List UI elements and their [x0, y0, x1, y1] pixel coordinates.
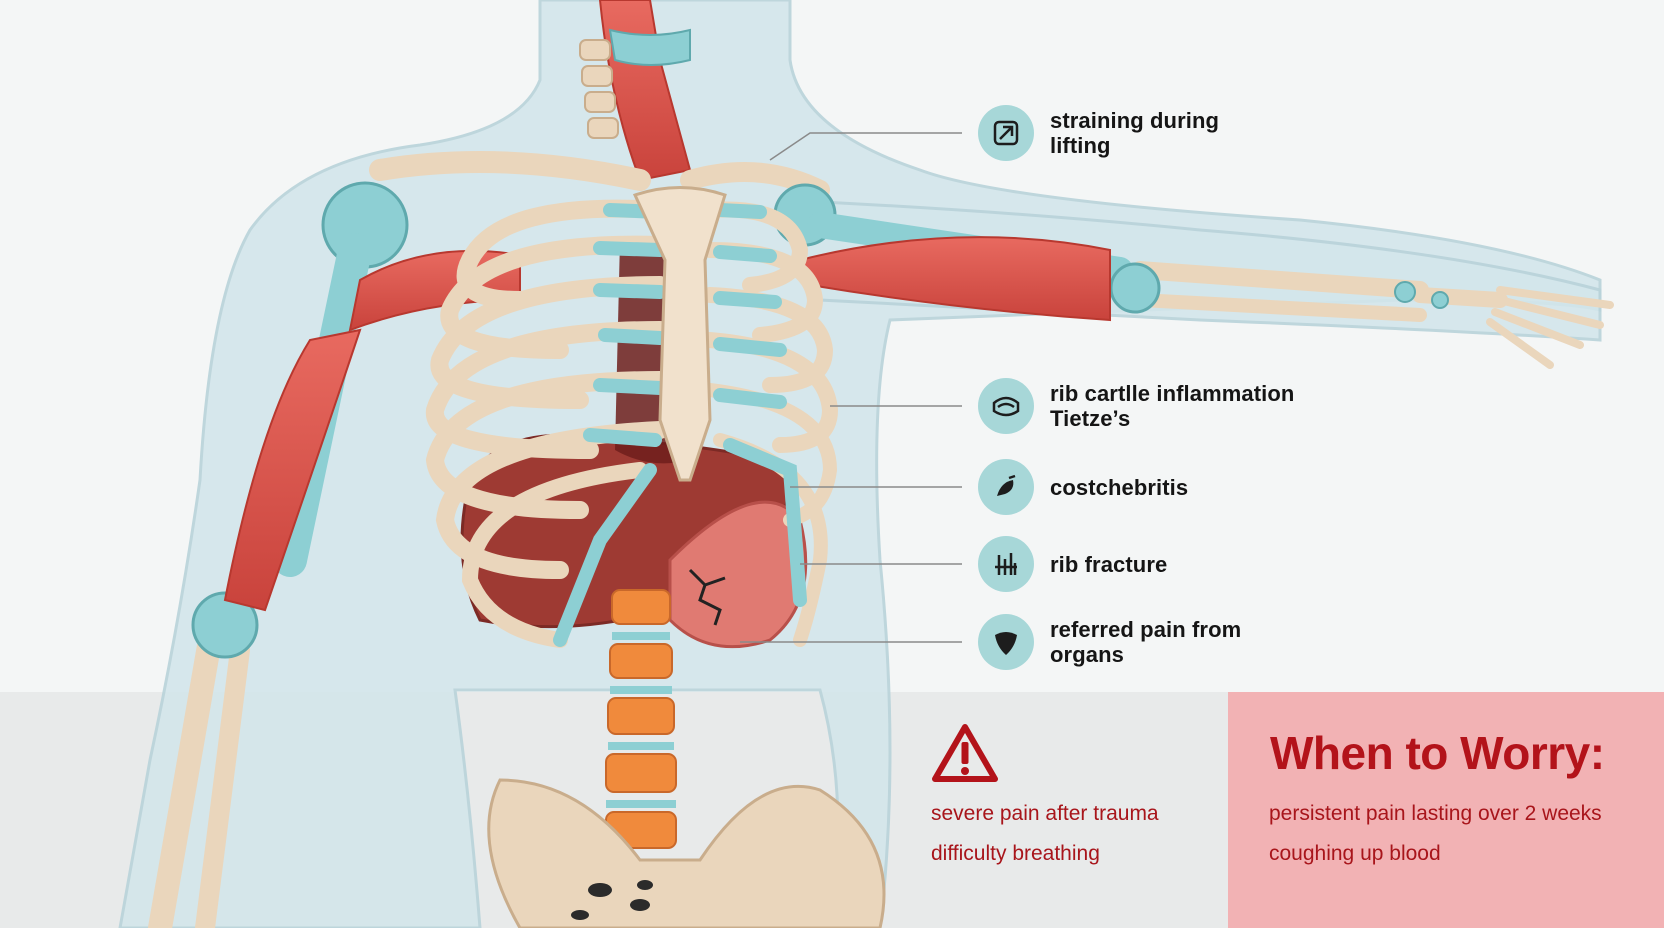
when-to-worry-panel [1228, 692, 1664, 928]
callout-label: referred pain from organs [1050, 617, 1242, 667]
right-elbow-joint [1109, 262, 1161, 314]
callout-label: rib fracture [1050, 551, 1168, 577]
lumbar-spine [605, 589, 677, 849]
when-to-worry-title: When to Worry: [1270, 727, 1605, 779]
worry-item-coughing-blood: coughing up blood [1269, 842, 1441, 865]
fractured-rib-icon [978, 536, 1034, 592]
neck-cartilage [608, 28, 691, 66]
left-clavicle [369, 151, 651, 191]
warning-item-severe-pain: severe pain after trauma [931, 802, 1159, 825]
inflamed-cartilage-icon [978, 378, 1034, 434]
pelvis [487, 778, 886, 928]
callout-rib-cartilage-inflammation: rib cartlle inflammation Tietze’s [978, 378, 1294, 434]
cervical-spine [579, 39, 619, 139]
left-elbow-joint [191, 591, 259, 659]
worry-item-persistent-pain: persistent pain lasting over 2 weeks [1269, 802, 1602, 825]
callout-label: rib cartlle inflammation Tietze’s [1050, 381, 1295, 431]
callout-leader-lines [740, 132, 962, 643]
right-arm-muscle [798, 236, 1111, 322]
dumbbell-icon [978, 105, 1034, 161]
right-forearm [1131, 261, 1429, 299]
organ-icon [978, 459, 1034, 515]
callout-label: costchebritis [1050, 474, 1189, 500]
callout-rib-fracture: rib fracture [978, 536, 1167, 592]
left-radius [148, 628, 222, 928]
costal-cartilage [553, 203, 807, 647]
left-ulna [195, 640, 250, 928]
left-biceps-muscle [223, 328, 362, 612]
right-hand [1394, 281, 1614, 369]
organ-fracture-mark [688, 568, 726, 626]
warning-triangle-icon [930, 722, 1000, 789]
sternum [632, 186, 727, 482]
warning-item-breathing: difficulty breathing [931, 842, 1100, 865]
callout-straining: straining during lifting [978, 105, 1219, 161]
sacrum-holes [571, 880, 653, 920]
callout-label: straining during lifting [1050, 108, 1220, 158]
callout-referred-pain: referred pain from organs [978, 614, 1241, 670]
heart-organ-icon [978, 614, 1034, 670]
callout-costochondritis: costchebritis [978, 459, 1188, 515]
right-forearm-2 [1133, 293, 1427, 322]
